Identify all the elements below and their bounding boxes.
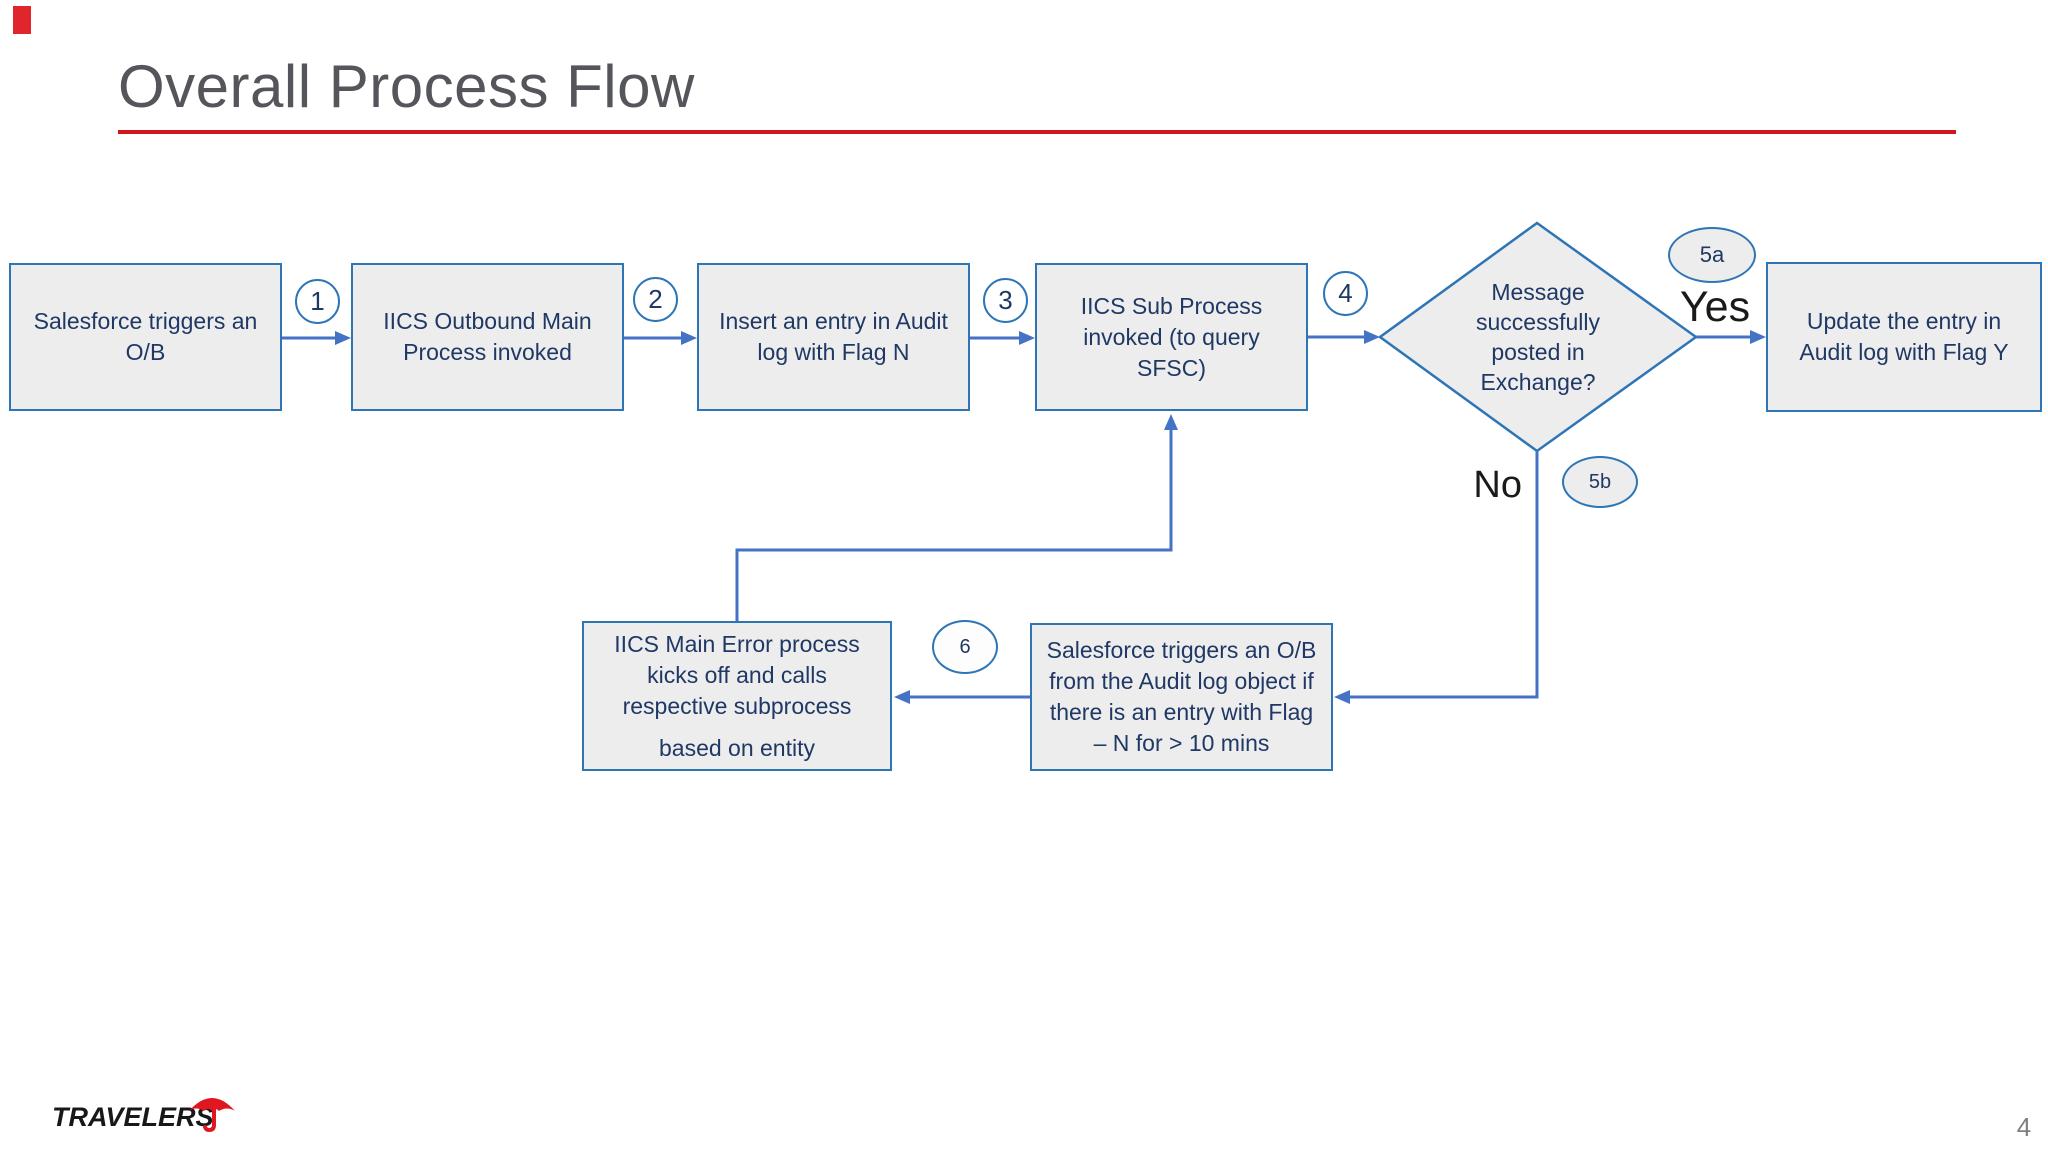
step-badge-1: 1 (295, 279, 340, 324)
step-badge-2: 2 (633, 277, 678, 322)
flow-box-label: IICS Outbound Main Process invoked (383, 308, 592, 365)
arrow-step2-step3 (624, 331, 697, 345)
umbrella-icon (189, 1098, 235, 1132)
step-badge-3: 3 (983, 278, 1028, 323)
flow-box-label: Insert an entry in Audit log with Flag N (719, 308, 948, 365)
slide-title: Overall Process Flow (118, 53, 695, 120)
flow-box-salesforce-trigger: Salesforce triggers an O/B (9, 263, 282, 411)
flow-box-sublabel: based on entity (658, 734, 815, 761)
flow-box-iics-sub-process: IICS Sub Process invoked (to query SFSC) (1035, 263, 1308, 411)
title-underline (118, 130, 1956, 134)
arrow-step1-step2 (282, 331, 351, 345)
travelers-logo: TRAVELERS (52, 1086, 252, 1136)
flow-box-label: Salesforce triggers an O/B (33, 308, 258, 365)
corner-red-mark (13, 6, 31, 34)
decision-diamond-label: Message successfully posted in Exchange? (1476, 279, 1600, 395)
step-badge-4: 4 (1323, 271, 1368, 316)
flow-box-update-audit-entry: Update the entry in Audit log with Flag … (1766, 262, 2042, 412)
flow-box-label: Salesforce triggers an O/B from the Audi… (1046, 637, 1317, 756)
page-number: 4 (2016, 1112, 2032, 1142)
step-badge-6: 6 (932, 620, 998, 674)
travelers-logo-text: TRAVELERS (52, 1102, 214, 1132)
flow-box-label: IICS Main Error process kicks off and ca… (614, 630, 860, 719)
flow-box-label: IICS Sub Process invoked (to query SFSC) (1080, 292, 1263, 381)
arrow-decision-no-step7 (1334, 451, 1539, 704)
flow-box-iics-outbound-main: IICS Outbound Main Process invoked (351, 263, 624, 411)
step-badge-5b: 5b (1562, 456, 1638, 508)
flow-box-insert-audit-entry: Insert an entry in Audit log with Flag N (697, 263, 970, 411)
branch-label-no: No (1473, 464, 1522, 506)
arrow-step3-step4 (970, 331, 1035, 345)
flow-box-label: Update the entry in Audit log with Flag … (1799, 308, 2009, 365)
arrow-step4-decision (1308, 330, 1380, 344)
branch-label-yes: Yes (1679, 283, 1751, 331)
flow-box-salesforce-retrigger: Salesforce triggers an O/B from the Audi… (1030, 623, 1333, 771)
arrow-step7-step6 (894, 690, 1030, 704)
step-badge-5a: 5a (1668, 227, 1756, 283)
arrow-decision-yes-step5 (1696, 330, 1766, 344)
flow-box-iics-main-error: IICS Main Error process kicks off and ca… (582, 621, 892, 771)
arrow-step6-step4-loop (735, 414, 1178, 621)
